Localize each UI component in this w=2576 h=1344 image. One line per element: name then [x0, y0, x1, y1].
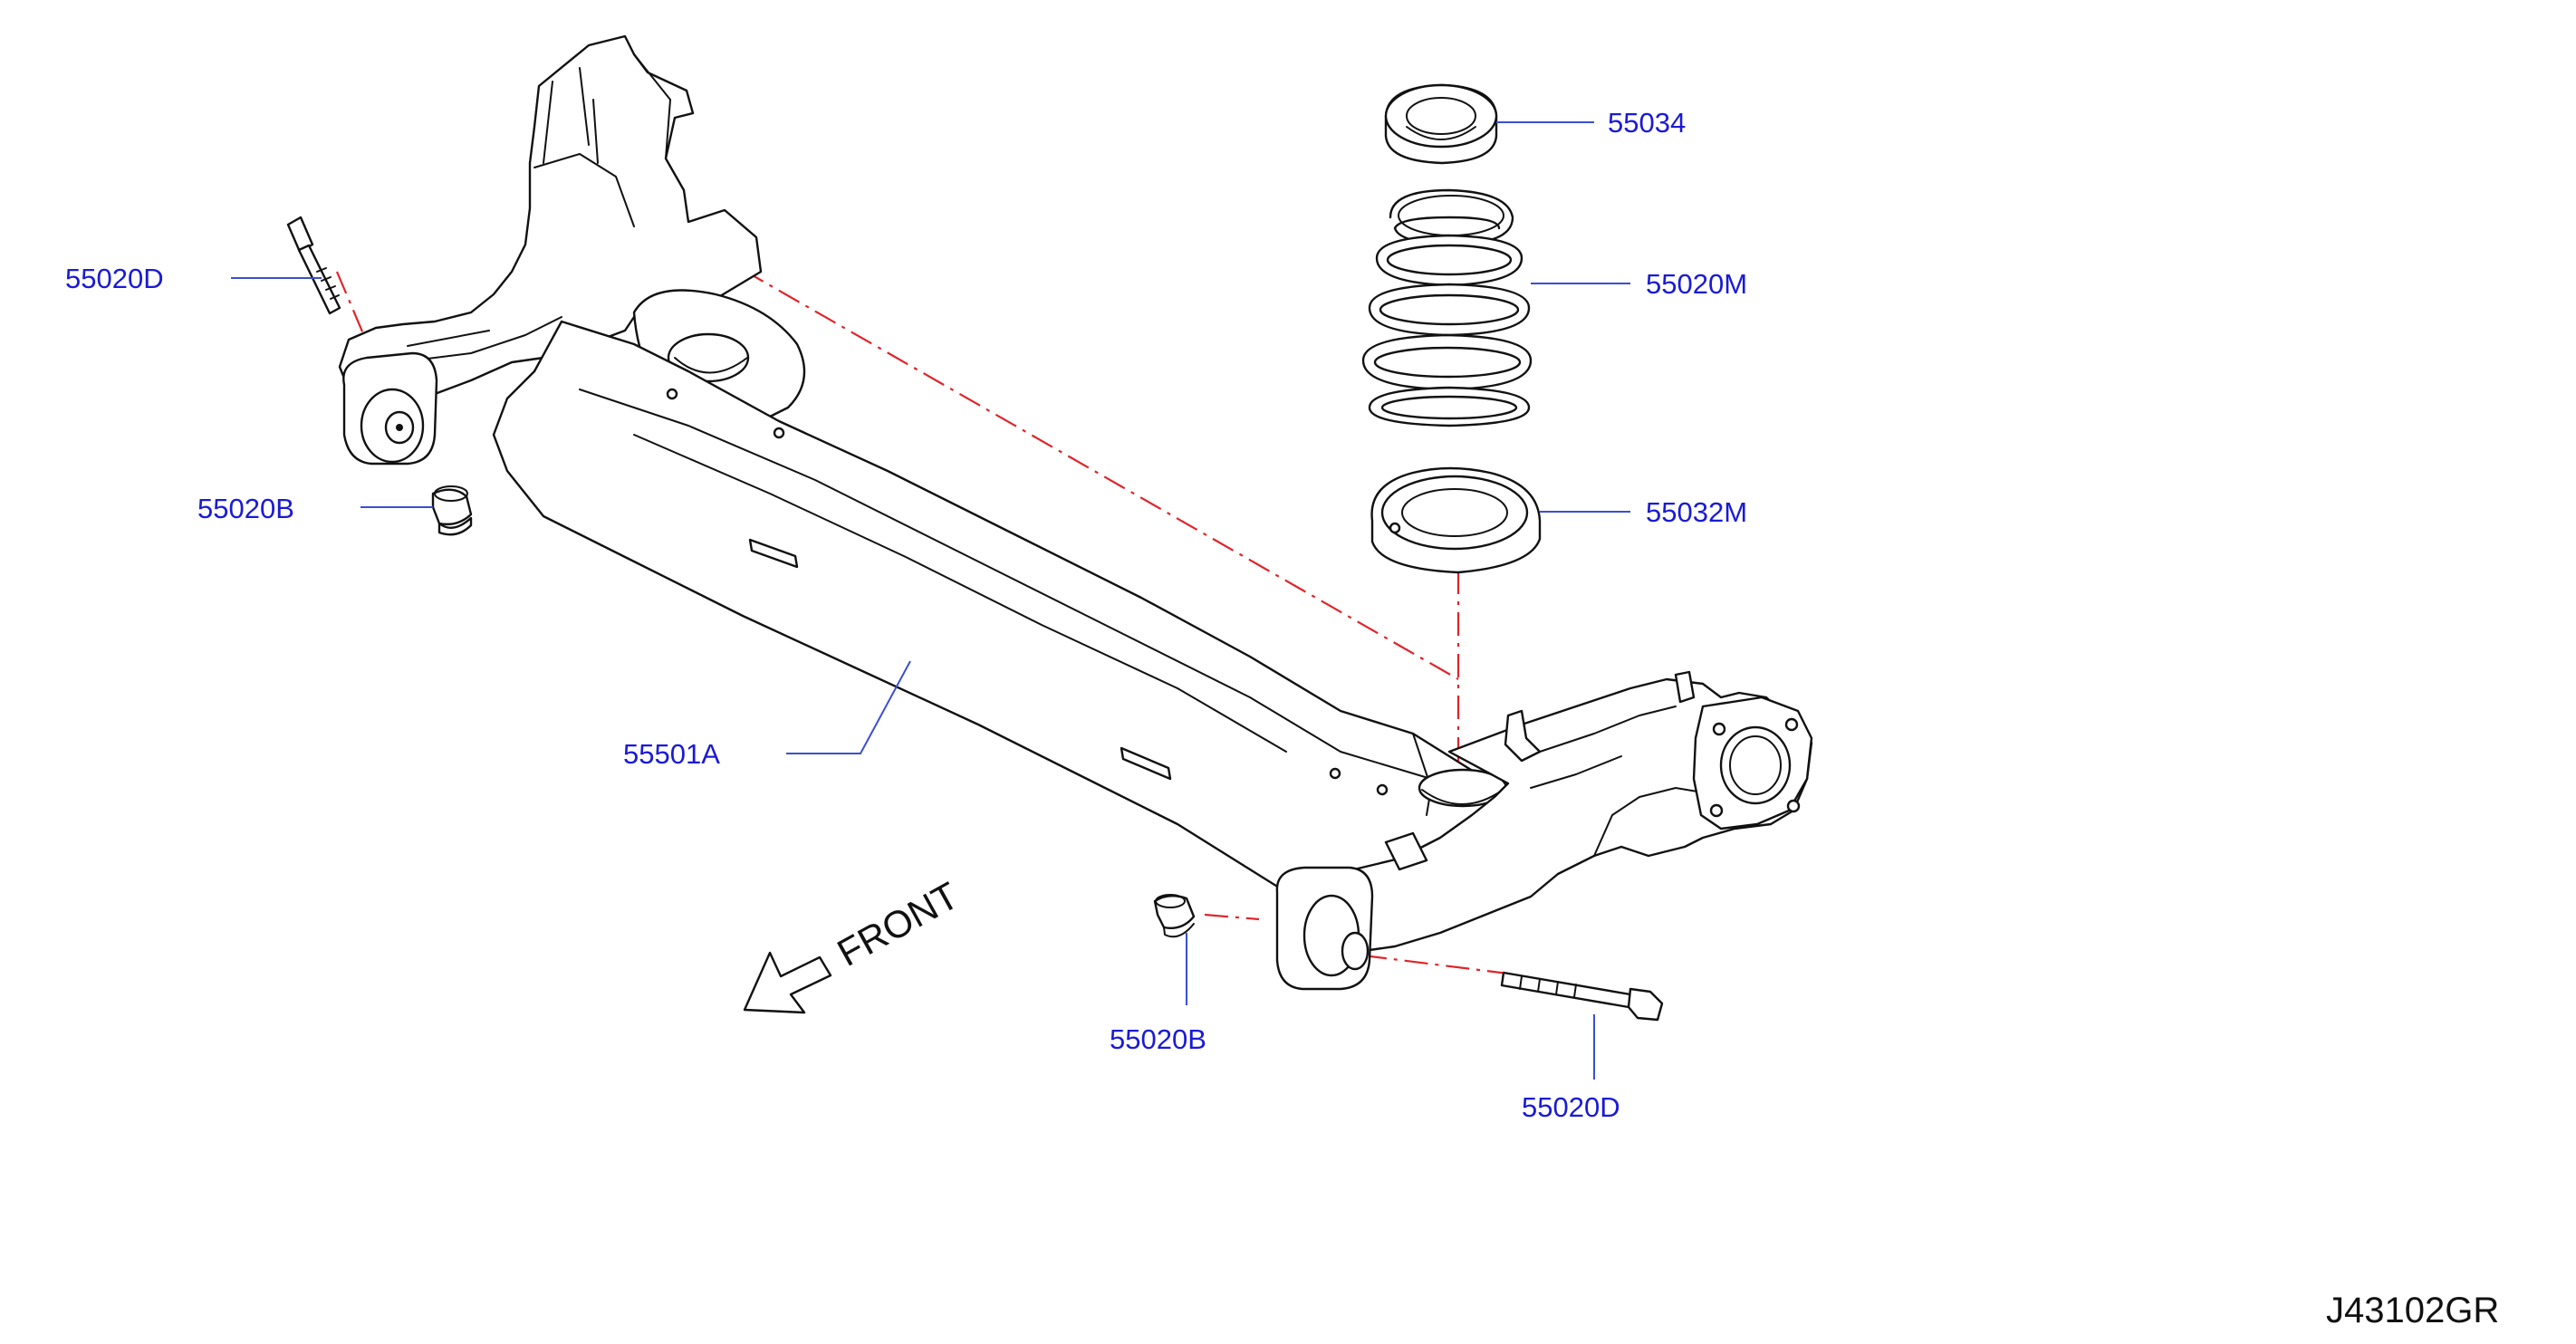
callout-lower-spring-seat: 55032M	[1646, 496, 1747, 528]
torsion-beam-axle	[338, 34, 1813, 991]
cap-right	[1153, 894, 1196, 938]
callout-upper-spring-seat: 55034	[1608, 107, 1686, 139]
coil-spring	[1361, 188, 1533, 427]
lower-spring-seat	[1370, 466, 1542, 574]
callout-cap-left: 55020B	[197, 493, 294, 524]
front-label: FRONT	[831, 874, 966, 974]
leader-lines	[231, 121, 1630, 1080]
callout-cap-right: 55020B	[1110, 1023, 1206, 1055]
callout-coil-spring: 55020M	[1646, 268, 1747, 300]
callout-bolt-left: 55020D	[65, 263, 164, 294]
callout-bolt-right: 55020D	[1522, 1091, 1620, 1123]
front-arrow-icon	[743, 951, 832, 1014]
drawing-code: J43102GR	[2326, 1291, 2499, 1330]
bolt-right	[1500, 971, 1664, 1022]
upper-spring-seat	[1384, 83, 1498, 165]
callout-beam: 55501A	[623, 738, 720, 770]
callout-labels: 55020D 55020B 55501A 55020B 55020D 55034…	[65, 107, 1747, 1123]
front-direction-indicator: FRONT	[743, 874, 966, 1014]
bolt-left	[286, 216, 341, 315]
cap-left	[431, 485, 473, 536]
